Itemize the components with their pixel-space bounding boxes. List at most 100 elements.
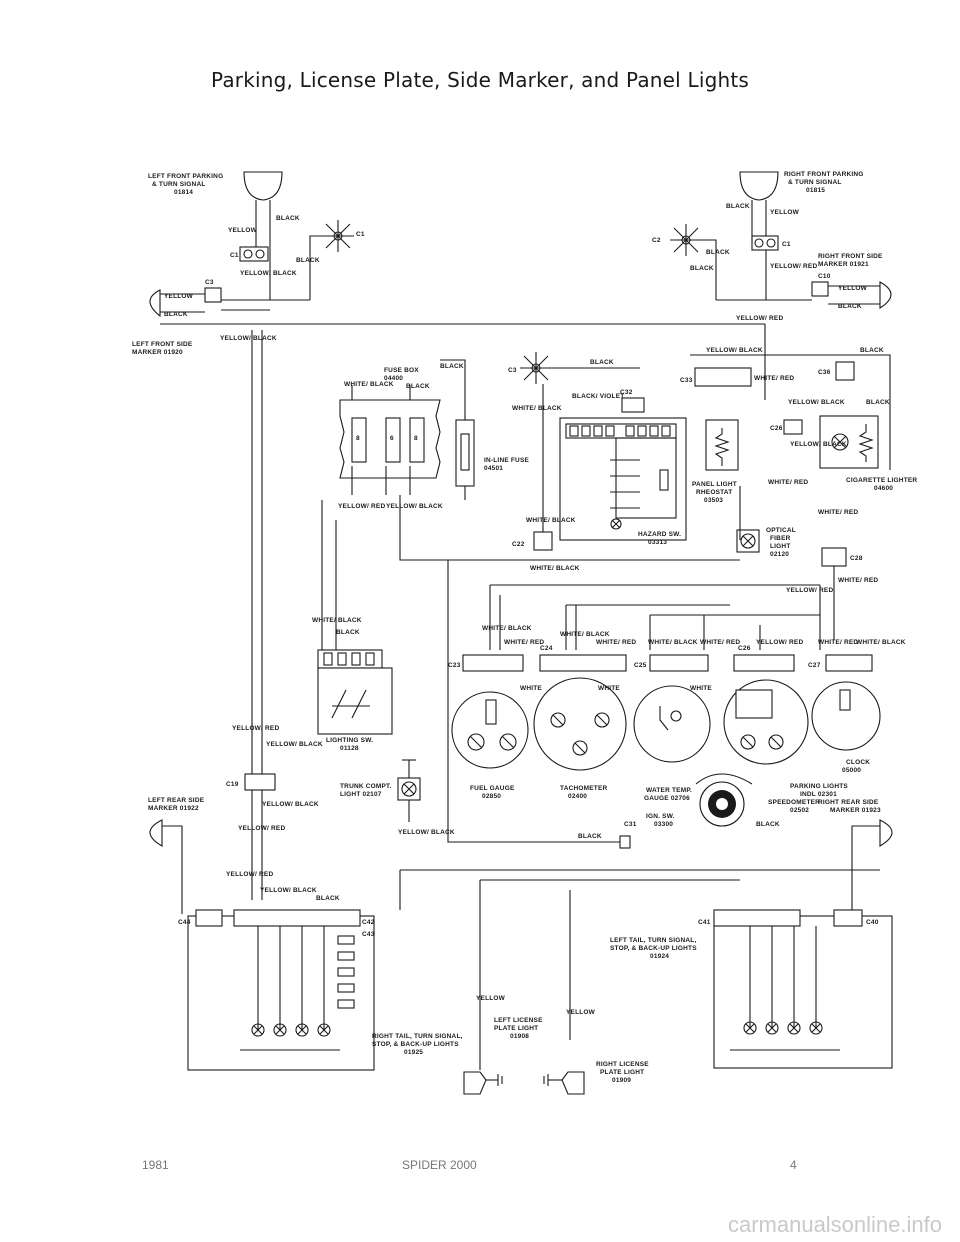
wire-label: WHITE/ RED [768,479,808,486]
wire-label: YELLOW/ RED [736,315,783,322]
cigarette-lighter [819,415,879,469]
rr-marker-label-1: RIGHT REAR SIDE [818,799,879,806]
wire-label: BLACK/ VIOLET [572,393,624,400]
footer-year: 1981 [142,1158,169,1172]
left-bulb-star [309,220,354,300]
wire-label: WHITE/ BLACK [344,381,394,388]
c31-label: C31 [624,821,637,828]
right-tail-label-1: RIGHT TAIL, TURN SIGNAL, [372,1033,463,1040]
ground-connector [619,835,631,849]
wire-label: WHITE [690,685,712,692]
wire-label: YELLOW/ BLACK [790,441,847,448]
rf-marker-label-1: RIGHT FRONT SIDE [818,253,883,260]
wire-label: WHITE/ BLACK [530,565,580,572]
fuse-box-label-1: FUSE BOX [384,367,419,374]
wire-label: WHITE/ RED [838,577,878,584]
in-line-fuse-label-1: IN-LINE FUSE [484,457,529,464]
wire-label: BLACK [838,303,862,310]
footer-page: 4 [790,1158,797,1172]
wire-label: WHITE [520,685,542,692]
left-license-label-2: PLATE LIGHT [494,1025,538,1032]
connector-c26-top [783,419,803,435]
right-tail-label-3: 01925 [404,1049,423,1056]
water-temp-gauge [633,685,711,763]
wire-label: YELLOW [476,995,506,1002]
wire-label: YELLOW/ BLACK [260,887,317,894]
parking-lights-label-1: PARKING LIGHTS [790,783,848,790]
in-line-fuse-label-2: 04501 [484,465,503,472]
c44-label: C44 [178,919,191,926]
lighting-sw-label-1: LIGHTING SW. [326,737,373,744]
footer-model: SPIDER 2000 [402,1158,477,1172]
wire-label: YELLOW/ RED [756,639,803,646]
fuse-box-label-2: 04400 [384,375,403,382]
wire-label: YELLOW/ BLACK [788,399,845,406]
panel-light-rheostat [705,419,739,471]
svg-text:8: 8 [356,435,360,442]
wire-label: YELLOW [164,293,194,300]
right-rear-side-marker [851,819,893,914]
right-license-label-2: PLATE LIGHT [600,1069,644,1076]
c22-label: C22 [512,541,525,548]
wire-label: BLACK [164,311,188,318]
wire-label: WHITE/ RED [596,639,636,646]
wire-label: YELLOW/ BLACK [706,347,763,354]
wire-label: WHITE/ BLACK [512,405,562,412]
wire-label: YELLOW/ BLACK [262,801,319,808]
lr-marker-label-1: LEFT REAR SIDE [148,797,205,804]
c26-b-label: C26 [738,645,751,652]
wire-label: WHITE/ BLACK [312,617,362,624]
water-label-2: GAUGE 02706 [644,795,690,802]
wire-label: BLACK [860,347,884,354]
left-license-label-3: 01908 [510,1033,529,1040]
tachometer [533,677,627,771]
c27-label: C27 [808,662,821,669]
watermark: carmanualsonline.info [727,1212,942,1237]
connector-c27 [825,654,873,672]
speedometer [695,773,753,827]
svg-text:6: 6 [390,435,394,442]
c2-label: C2 [652,237,661,244]
clock [811,681,881,751]
rf-marker-label-2: MARKER 01921 [818,261,869,268]
svg-text:8: 8 [414,435,418,442]
wire-label: YELLOW/ RED [770,263,817,270]
lf-park-label-2: & TURN SIGNAL [152,181,206,188]
cig-label-2: 04600 [874,485,893,492]
rf-park-label-3: 01815 [806,187,825,194]
connector-c25 [649,654,709,672]
left-tail-label-3: 01924 [650,953,669,960]
wire-label: YELLOW [770,209,800,216]
wire-label: BLACK [756,821,780,828]
wire-label: WHITE/ BLACK [526,517,576,524]
wire-label: BLACK [296,257,320,264]
c19-label: C19 [226,781,239,788]
speedo-label-2: 02502 [790,807,809,814]
wire-label: BLACK [590,359,614,366]
connector-c1-right [751,235,779,251]
connector-c24 [539,654,627,672]
c1-label: C1 [230,252,239,259]
tach-label-1: TACHOMETER [560,785,607,792]
hazard-label-1: HAZARD SW. [638,531,681,538]
right-license-label-1: RIGHT LICENSE [596,1061,649,1068]
wire-label: YELLOW [838,285,868,292]
c41-label: C41 [698,919,711,926]
c23-label: C23 [448,662,461,669]
wire-label: BLACK [866,399,890,406]
lighting-switch [317,649,393,735]
wire-label: BLACK [316,895,340,902]
connector-c19 [244,773,276,791]
c42-label: C42 [362,919,375,926]
lf-marker-label-2: MARKER 01920 [132,349,183,356]
c33-label: C33 [680,377,693,384]
right-front-side-marker [811,281,892,310]
left-tail-label-1: LEFT TAIL, TURN SIGNAL, [610,937,696,944]
c10-label: C10 [818,273,831,280]
c1-star-label: C1 [356,231,365,238]
left-license-light [463,1071,503,1095]
wire-label: YELLOW/ RED [238,825,285,832]
wire-label: BLACK [578,833,602,840]
wire-label: WHITE/ RED [700,639,740,646]
